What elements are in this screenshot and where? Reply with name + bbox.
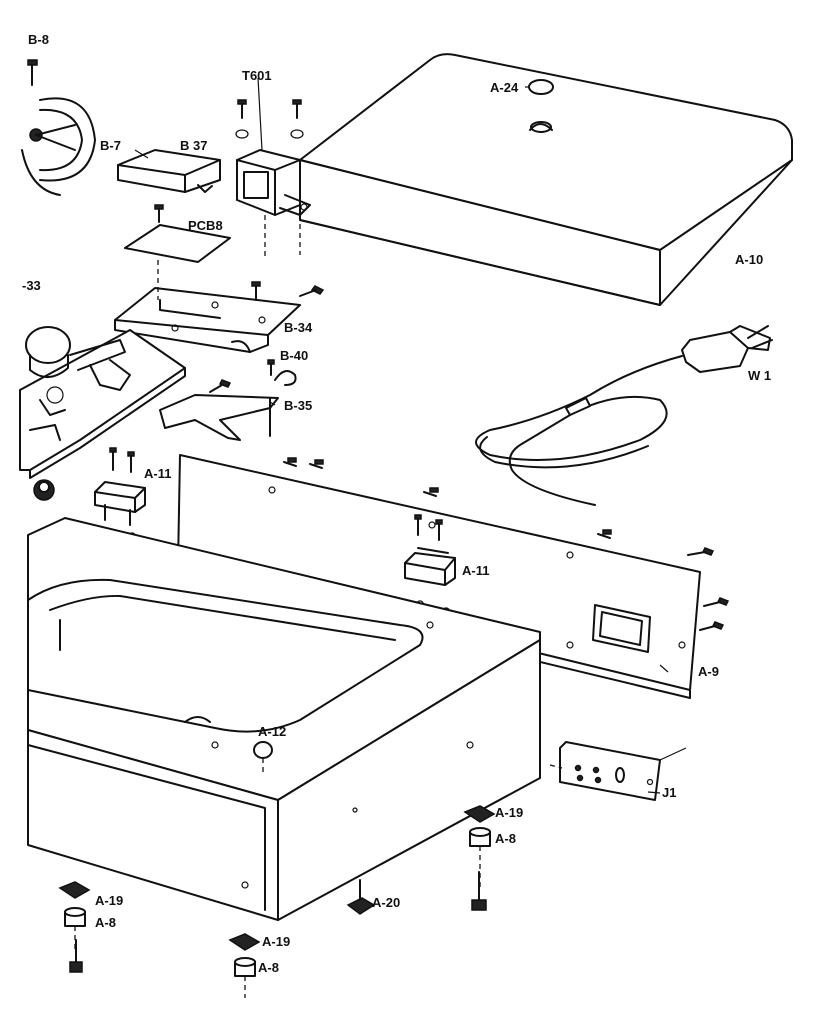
knob-a12 — [253, 741, 273, 772]
label-a19-left: A-19 — [95, 893, 123, 908]
bracket-b34 — [114, 260, 325, 353]
label-a12: A-12 — [258, 724, 286, 739]
label-a11-left: A-11 — [144, 466, 171, 481]
label-a11-right: A-11 — [462, 563, 489, 578]
label-b35: B-35 — [284, 398, 312, 413]
label-a8-right: A-8 — [495, 831, 516, 846]
spring-b40 — [267, 359, 297, 386]
label-b40: B-40 — [280, 348, 308, 363]
label-b34: B-34 — [284, 320, 313, 335]
knob-a24 — [528, 79, 554, 95]
screws-rear-panel — [109, 447, 730, 631]
label-a24: A-24 — [490, 80, 519, 95]
label-pcb8: PCB8 — [188, 218, 223, 233]
label-a19-bottom: A-19 — [262, 934, 290, 949]
mechanism-b33 — [19, 326, 186, 501]
reel-b7 — [21, 59, 96, 196]
label-b37: B 37 — [180, 138, 207, 153]
cover-a10 — [299, 53, 793, 306]
bracket-a11-right — [404, 547, 456, 613]
leader-lines — [134, 77, 669, 794]
label-b7: B-7 — [100, 138, 121, 153]
label-w1: W 1 — [748, 368, 771, 383]
label-b8-top: B-8 — [28, 32, 49, 47]
part-labels: B-8 T601 A-24 B-7 B 37 PCB8 -33 A-10 B-3… — [22, 32, 771, 975]
label-b33: -33 — [22, 278, 41, 293]
pcb-pcb8 — [124, 204, 231, 263]
label-a9: A-9 — [698, 664, 719, 679]
power-cord-w1 — [475, 325, 773, 506]
screws-t601 — [235, 99, 304, 139]
label-a19-right: A-19 — [495, 805, 523, 820]
label-a10: A-10 — [735, 252, 763, 267]
base-cabinet — [27, 517, 541, 921]
label-a20: A-20 — [372, 895, 400, 910]
module-b37 — [117, 149, 221, 193]
jack-plate-j1 — [549, 741, 687, 801]
bracket-b35 — [159, 379, 279, 441]
foot-a20 — [346, 879, 376, 915]
label-a8-left: A-8 — [95, 915, 116, 930]
foot-right — [463, 805, 496, 911]
transformer-t601 — [236, 149, 311, 260]
foot-bottom — [228, 933, 261, 998]
foot-left — [58, 881, 91, 973]
label-a8-bottom: A-8 — [258, 960, 279, 975]
label-j1: J1 — [662, 785, 676, 800]
label-t601: T601 — [242, 68, 272, 83]
